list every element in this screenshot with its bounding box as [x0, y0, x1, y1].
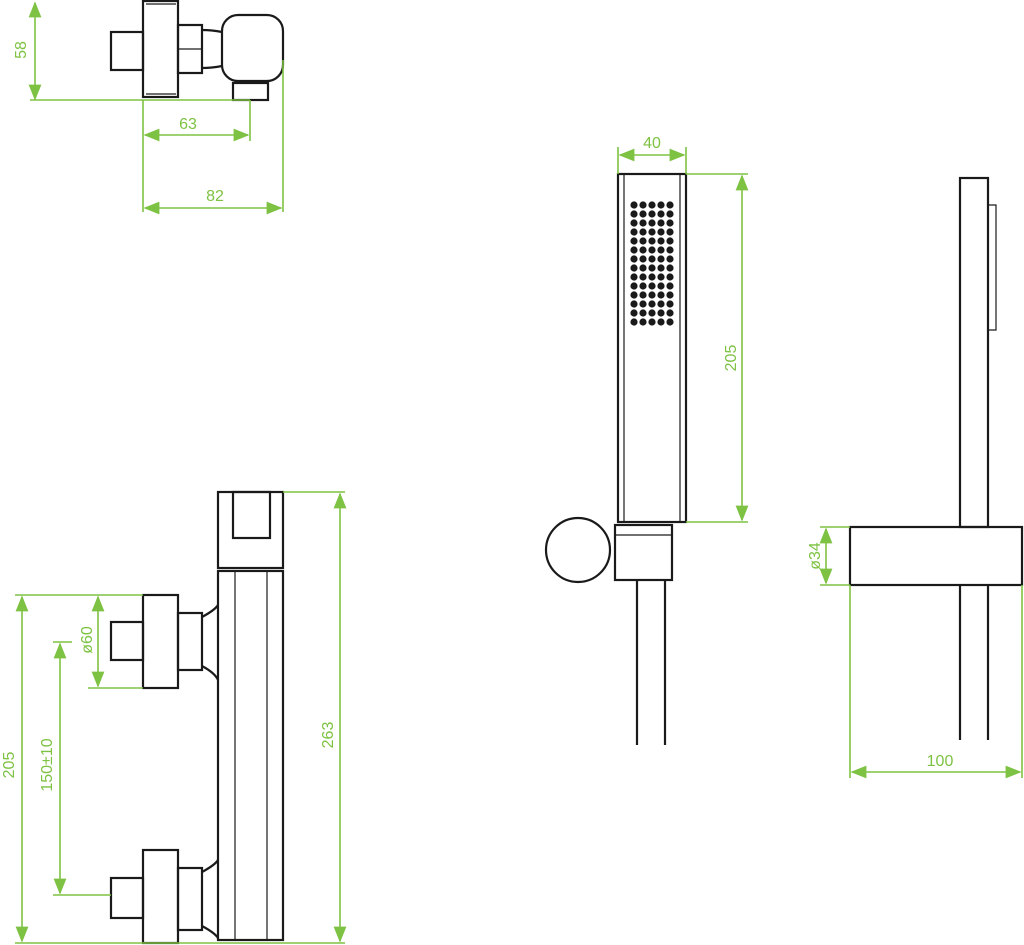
nozzle-dot: [639, 210, 647, 218]
dim-263: 263: [15, 491, 347, 944]
nozzle-dot: [648, 273, 656, 281]
nozzle-dot: [666, 264, 674, 272]
nozzle-dot: [666, 237, 674, 245]
nozzle-dot: [648, 219, 656, 227]
nozzle-dot: [648, 210, 656, 218]
nozzle-dot: [630, 300, 638, 308]
dim-label-63: 63: [179, 116, 197, 133]
nozzle-dot: [666, 273, 674, 281]
nozzle-dot: [666, 318, 674, 326]
nozzle-dot: [657, 273, 665, 281]
dim-label-100: 100: [927, 753, 954, 770]
dim-label-205: 205: [1, 752, 18, 779]
mixer-front-view: 263 205 ø60 150±10: [1, 490, 347, 945]
nozzle-dot: [639, 309, 647, 317]
nozzle-dot: [657, 255, 665, 263]
dim-diameter-60: ø60: [79, 595, 143, 689]
nozzle-dot: [639, 237, 647, 245]
dim-diameter-34: ø34: [807, 526, 850, 586]
nozzle-dot: [639, 282, 647, 290]
nozzle-dot: [666, 282, 674, 290]
nozzle-dot: [666, 228, 674, 236]
dim-label-34: ø34: [807, 542, 824, 570]
nozzle-dot: [630, 273, 638, 281]
nozzle-dot: [657, 228, 665, 236]
nozzle-dot: [648, 237, 656, 245]
nozzle-dot: [648, 291, 656, 299]
nozzle-dot: [666, 219, 674, 227]
nozzle-dot: [648, 300, 656, 308]
nozzle-dot: [630, 219, 638, 227]
mixer-top-view: 58 63 82: [13, 0, 285, 215]
dim-205-inlets: 205: [1, 594, 143, 943]
nozzle-dot: [657, 264, 665, 272]
nozzle-dot: [630, 210, 638, 218]
dim-82: 82: [143, 60, 284, 215]
nozzle-dot: [630, 291, 638, 299]
nozzle-dot: [657, 291, 665, 299]
hand-shower-front-view: 40 205: [544, 135, 749, 745]
nozzle-dot: [639, 264, 647, 272]
nozzle-dot: [666, 210, 674, 218]
nozzle-dot: [657, 210, 665, 218]
dim-label-40: 40: [643, 135, 661, 152]
nozzle-dot: [657, 219, 665, 227]
dim-100: 100: [849, 585, 1023, 779]
nozzle-dot: [666, 246, 674, 254]
nozzle-dot: [639, 273, 647, 281]
nozzle-dot: [657, 237, 665, 245]
nozzle-dot: [657, 246, 665, 254]
nozzle-dot: [648, 264, 656, 272]
nozzle-dot: [666, 201, 674, 209]
nozzle-dot: [648, 282, 656, 290]
dim-label-205-shower: 205: [723, 345, 740, 372]
nozzle-dot: [630, 318, 638, 326]
nozzle-dot: [639, 318, 647, 326]
nozzle-dot: [657, 300, 665, 308]
hand-shower-side-view: ø34 100: [807, 176, 1024, 779]
dim-label-82: 82: [206, 188, 224, 205]
dim-58: 58: [13, 1, 250, 101]
nozzle-dot: [648, 255, 656, 263]
nozzle-dot: [630, 255, 638, 263]
nozzle-dot: [639, 255, 647, 263]
nozzle-dot: [639, 228, 647, 236]
dim-150: 150±10: [39, 641, 111, 896]
nozzle-dot: [666, 291, 674, 299]
nozzle-dot: [639, 300, 647, 308]
nozzle-dot: [648, 228, 656, 236]
nozzle-dot: [630, 237, 638, 245]
nozzle-dot: [630, 246, 638, 254]
dim-label-58: 58: [13, 41, 30, 59]
nozzle-dot: [657, 309, 665, 317]
nozzle-dot: [666, 300, 674, 308]
dim-label-150: 150±10: [39, 738, 56, 791]
dim-205-shower: 205: [686, 173, 749, 523]
nozzle-dot: [648, 201, 656, 209]
nozzle-dot: [657, 201, 665, 209]
nozzle-dot: [639, 246, 647, 254]
nozzle-dot: [666, 255, 674, 263]
dim-label-263: 263: [320, 722, 337, 749]
nozzle-dot: [639, 291, 647, 299]
nozzle-dot: [630, 264, 638, 272]
spray-nozzles: [630, 201, 674, 326]
nozzle-dot: [630, 282, 638, 290]
nozzle-dot: [648, 246, 656, 254]
nozzle-dot: [648, 318, 656, 326]
dim-40: 40: [617, 135, 687, 174]
nozzle-dot: [639, 219, 647, 227]
nozzle-dot: [657, 318, 665, 326]
dim-label-60: ø60: [79, 626, 96, 654]
nozzle-dot: [657, 282, 665, 290]
nozzle-dot: [630, 228, 638, 236]
nozzle-dot: [666, 309, 674, 317]
dim-63: 63: [142, 100, 251, 212]
nozzle-dot: [639, 201, 647, 209]
nozzle-dot: [630, 201, 638, 209]
nozzle-dot: [630, 309, 638, 317]
nozzle-dot: [648, 309, 656, 317]
